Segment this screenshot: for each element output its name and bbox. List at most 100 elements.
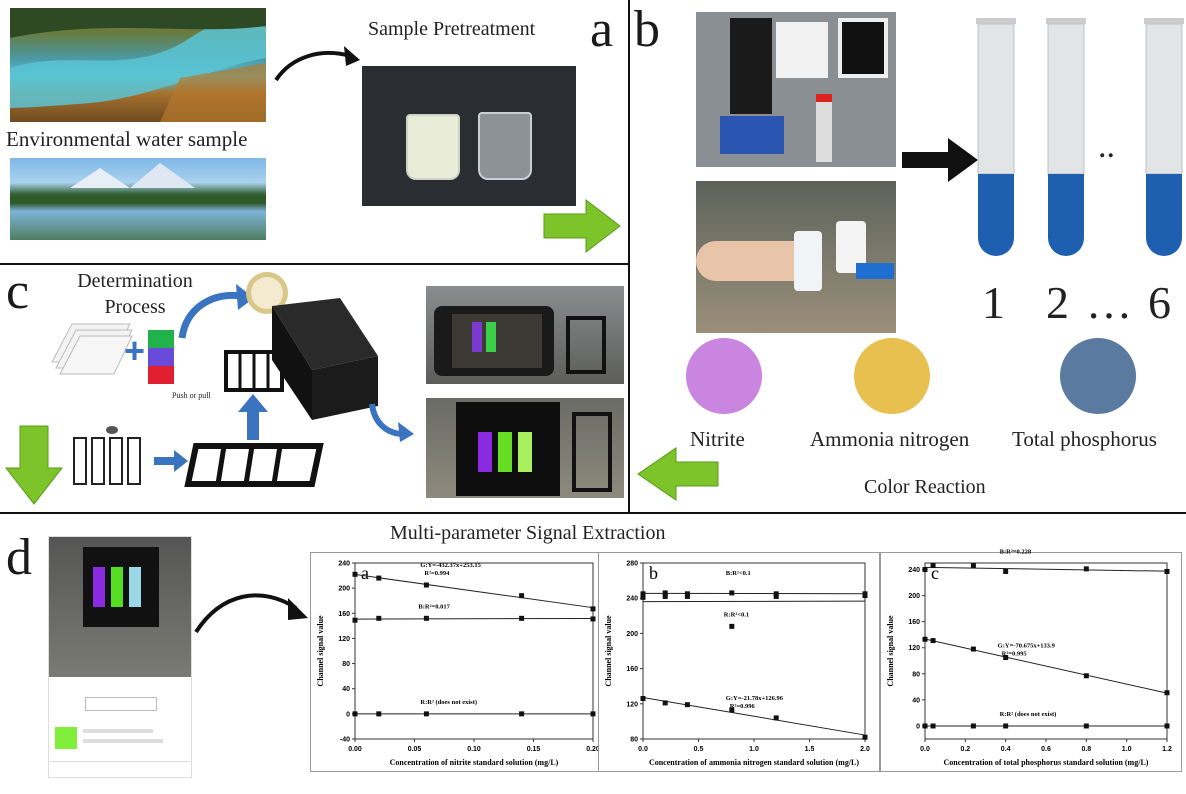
data-point (423, 615, 429, 621)
data-point (1003, 568, 1009, 574)
vertical-divider-top (628, 0, 630, 512)
panel-letter-d: d (6, 529, 32, 586)
x-tick-label: 2.0 (860, 746, 870, 753)
series-fit-line (924, 638, 1168, 694)
curved-arrow-icon (178, 284, 254, 339)
y-tick-label: 120 (338, 636, 350, 643)
horizontal-divider-d (0, 512, 1186, 514)
panel-letter-a: a (590, 1, 614, 58)
right-arrow-icon (543, 198, 621, 254)
series-annotation: B:R²=0.017 (418, 603, 450, 610)
sample-pretreatment-caption: Sample Pretreatment (368, 18, 536, 40)
data-point (930, 638, 936, 644)
data-point (352, 571, 358, 577)
fluorescent-cuvettes-photo (426, 398, 624, 498)
color-reaction-caption: Color Reaction (864, 476, 986, 498)
data-point (662, 590, 668, 596)
y-tick-label: 160 (626, 666, 638, 673)
phone-capture-photo (426, 286, 624, 384)
y-tick-label: 240 (908, 567, 920, 574)
test-tube-2 (1046, 18, 1086, 256)
y-tick-label: -40 (340, 737, 350, 744)
data-point (773, 593, 779, 599)
signal-extraction-caption: Multi-parameter Signal Extraction (390, 522, 666, 544)
data-point (729, 707, 735, 713)
y-tick-label: 120 (626, 701, 638, 708)
data-point (970, 646, 976, 652)
curved-arrow-icon (194, 593, 308, 634)
chart-panel-label: c (931, 563, 939, 583)
x-tick-label: 0.0 (638, 746, 648, 753)
y-tick-label: 120 (908, 645, 920, 652)
x-tick-label: 0.15 (527, 746, 541, 753)
series-annotation: B:R²<0.1 (726, 570, 751, 577)
data-point (930, 563, 936, 569)
series-fit-line (354, 617, 594, 620)
series-fit-line (354, 573, 594, 609)
x-tick-label: 1.5 (805, 746, 815, 753)
series-annotation: B:R²=0.228 (1000, 548, 1032, 555)
data-point (352, 617, 358, 623)
right-arrow-icon (154, 450, 188, 472)
data-point (1083, 723, 1089, 729)
data-point (640, 591, 646, 597)
data-point (519, 711, 525, 717)
tube-label-1: 1 (982, 277, 1005, 328)
x-tick-label: 0.05 (408, 746, 422, 753)
horizontal-divider-a-c (0, 263, 630, 265)
series-fit-line (642, 696, 866, 736)
determination-process-caption: Determination Process (77, 270, 193, 318)
y-axis-label: Channel signal value (886, 615, 895, 687)
data-point (376, 711, 382, 717)
y-tick-label: 40 (912, 697, 920, 704)
series-annotation: G:Y=-21.78x+126.96 (726, 695, 784, 702)
data-point (922, 567, 928, 573)
data-point (1083, 566, 1089, 572)
x-tick-label: 0.6 (1041, 746, 1051, 753)
data-point (922, 636, 928, 642)
y-tick-label: 0 (916, 723, 920, 730)
data-point (662, 593, 668, 599)
panel-letter-b: b (634, 1, 660, 58)
y-axis-label: Channel signal value (316, 615, 325, 687)
right-arrow-icon (902, 138, 978, 182)
data-point (773, 591, 779, 597)
phone-app-screenshot (48, 536, 192, 778)
x-axis-label: Concentration of total phosphorus standa… (944, 758, 1149, 767)
x-axis-label: Concentration of nitrite standard soluti… (390, 758, 559, 767)
x-tick-label: 0.4 (1001, 746, 1011, 753)
data-point (970, 723, 976, 729)
curved-arrow-icon (274, 46, 360, 82)
detection-box (224, 298, 378, 420)
test-tubes (976, 18, 1184, 256)
data-point (684, 593, 690, 599)
y-tick-label: 240 (338, 561, 350, 568)
y-tick-label: 200 (908, 593, 920, 600)
y-axis-label: Channel signal value (604, 615, 613, 687)
data-point (729, 590, 735, 596)
data-point (1164, 568, 1170, 574)
beakers-photo (362, 66, 576, 206)
lake-photo (10, 158, 266, 240)
y-tick-label: 200 (338, 586, 350, 593)
x-tick-label: 0.00 (348, 746, 362, 753)
x-tick-label: 0.8 (1081, 746, 1091, 753)
tube-label-6: 6 (1148, 277, 1171, 328)
data-point (519, 615, 525, 621)
phosphorus-color-circle (1060, 338, 1136, 414)
lamp-icon (246, 272, 288, 314)
series-annotation-r2: R²=0.994 (424, 570, 450, 577)
phosphorus-label: Total phosphorus (1012, 427, 1157, 451)
series-annotation-r2: R²=0.995 (1002, 651, 1028, 658)
data-point (376, 575, 382, 581)
series-annotation: R:R² (does not exist) (1000, 711, 1057, 718)
data-point (684, 702, 690, 708)
chart-panel-label: b (649, 563, 658, 583)
data-point (862, 734, 868, 740)
series-annotation: G:Y=-432.37x+253.15 (420, 562, 481, 569)
series-annotation: G:Y=-70.675x+133.9 (998, 643, 1056, 650)
x-tick-label: 0.20 (586, 746, 600, 753)
x-tick-label: 0.10 (467, 746, 481, 753)
y-tick-label: 240 (626, 596, 638, 603)
